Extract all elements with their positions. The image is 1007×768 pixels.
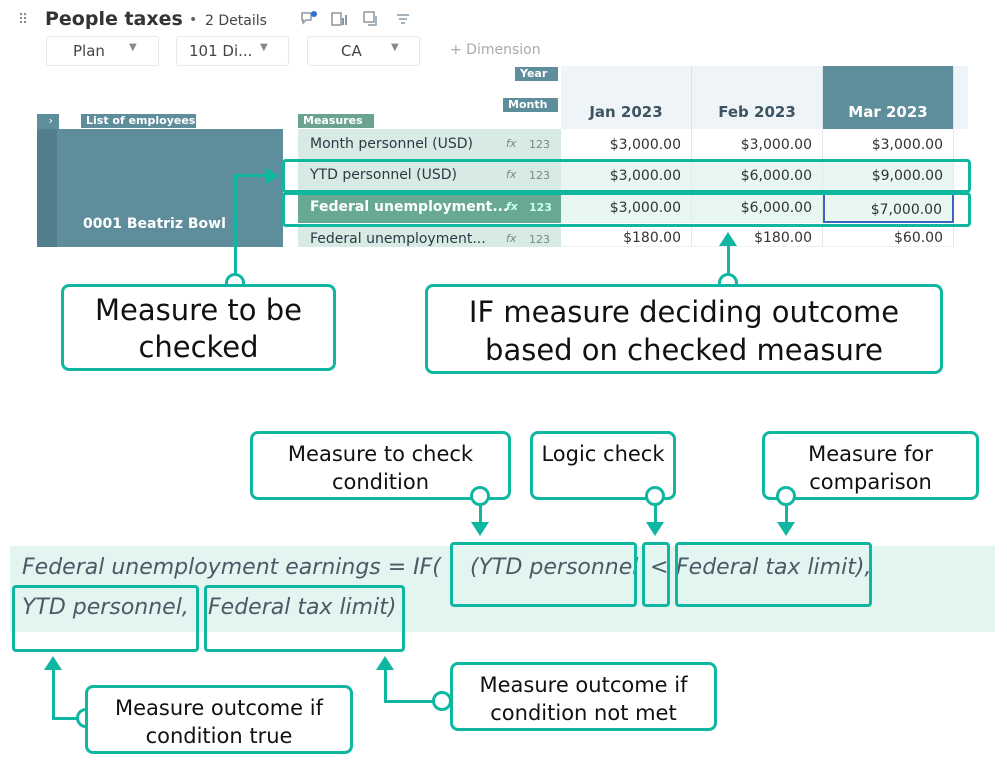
connector-ring bbox=[645, 486, 665, 506]
formula-icon: fx bbox=[506, 232, 517, 245]
number-format-icon: 123 bbox=[529, 201, 552, 214]
callout-comparison: Measure for comparison bbox=[762, 431, 979, 500]
connector-ring bbox=[432, 691, 452, 711]
formula-bar bbox=[10, 546, 995, 632]
arrow-up-icon bbox=[719, 232, 737, 246]
arrow-down-icon bbox=[646, 522, 664, 536]
formula-prefix: Federal unemployment earnings = IF( bbox=[22, 555, 441, 580]
title-separator: • bbox=[189, 12, 198, 28]
connector-ring bbox=[776, 486, 796, 506]
connector-line bbox=[654, 505, 657, 525]
callout-measure-checked: Measure to be checked bbox=[61, 284, 336, 371]
arrow-up-icon bbox=[44, 656, 62, 670]
insights-icon[interactable] bbox=[300, 10, 318, 28]
filter-label: CA bbox=[341, 42, 362, 60]
chevron-down-icon: ▼ bbox=[129, 42, 137, 53]
highlight-ytd-row bbox=[282, 159, 971, 193]
filter-label: 101 Di... bbox=[189, 42, 253, 60]
connector-line bbox=[234, 174, 268, 177]
expand-chevron-icon[interactable]: › bbox=[37, 114, 59, 129]
connector-line bbox=[384, 668, 387, 703]
grid-cell[interactable]: $3,000.00 bbox=[692, 129, 823, 160]
connector-line bbox=[52, 717, 82, 720]
chart-view-icon[interactable] bbox=[330, 10, 348, 28]
formula-compare: Federal tax limit), bbox=[676, 555, 872, 580]
formula-check: (YTD personnel bbox=[470, 555, 639, 580]
connector-line bbox=[479, 505, 482, 525]
add-dimension-button[interactable]: + Dimension bbox=[450, 42, 541, 58]
arrow-down-icon bbox=[777, 522, 795, 536]
sort-filter-icon[interactable] bbox=[394, 10, 412, 28]
connector-ring bbox=[470, 486, 490, 506]
grid-cell[interactable]: $9,000.00 bbox=[823, 160, 954, 191]
highlight-true-value bbox=[12, 585, 199, 652]
arrow-down-icon bbox=[471, 522, 489, 536]
formula-false-value: Federal tax limit) bbox=[208, 595, 397, 620]
grid-cell[interactable]: $6,000.00 bbox=[692, 192, 823, 223]
callout-check-condition: Measure to check condition bbox=[250, 431, 511, 500]
connector-line bbox=[384, 700, 436, 703]
callout-outcome-not-met: Measure outcome if condition not met bbox=[450, 662, 717, 731]
grid-cell[interactable]: $180.00 bbox=[692, 224, 823, 247]
grid-cell[interactable]: $3,000.00 bbox=[561, 192, 692, 223]
formula-icon: fx bbox=[506, 200, 518, 213]
measures-label: Measures bbox=[298, 114, 374, 128]
details-link[interactable]: 2 Details bbox=[205, 13, 267, 29]
formula-icon: fx bbox=[506, 168, 517, 181]
grid-cell[interactable]: $60.00 bbox=[823, 224, 954, 247]
arrow-up-icon bbox=[376, 656, 394, 670]
connector-line bbox=[52, 668, 55, 720]
employee-row-header[interactable]: 0001 Beatriz Bowl bbox=[37, 129, 283, 247]
filter-department[interactable]: 101 Di... ▼ bbox=[176, 36, 289, 66]
year-label: Year bbox=[515, 67, 558, 81]
formula-operator: < bbox=[650, 555, 669, 580]
highlight-operator bbox=[642, 542, 670, 607]
callout-if-measure: IF measure deciding outcome based on che… bbox=[425, 284, 943, 374]
filter-plan[interactable]: Plan ▼ bbox=[46, 36, 159, 66]
column-header-selected[interactable]: Mar 2023 bbox=[823, 66, 954, 129]
chevron-down-icon: ▼ bbox=[260, 42, 268, 53]
column-header[interactable]: Jan 2023 bbox=[561, 66, 692, 129]
month-label: Month bbox=[503, 98, 558, 112]
filter-label: Plan bbox=[73, 42, 105, 60]
number-format-icon: 123 bbox=[529, 233, 550, 246]
employee-name: 0001 Beatriz Bowl bbox=[83, 216, 226, 232]
grid-cell[interactable]: $180.00 bbox=[561, 224, 692, 247]
drag-handle-icon[interactable]: ⠿ bbox=[18, 12, 28, 28]
callout-outcome-true: Measure outcome if condition true bbox=[85, 685, 353, 754]
grid-cell[interactable]: $3,000.00 bbox=[561, 160, 692, 191]
formula-icon: fx bbox=[506, 137, 517, 150]
column-header[interactable]: Feb 2023 bbox=[692, 66, 823, 129]
filter-state[interactable]: CA ▼ bbox=[307, 36, 420, 66]
column-header-overflow bbox=[954, 66, 968, 129]
grid-cell-active[interactable]: $7,000.00 bbox=[823, 192, 954, 223]
connector-line bbox=[234, 174, 237, 276]
chevron-down-icon: ▼ bbox=[391, 42, 399, 53]
arrow-right-icon bbox=[266, 168, 280, 184]
highlight-compare bbox=[675, 542, 872, 607]
grid-cell[interactable]: $3,000.00 bbox=[561, 129, 692, 160]
grid-cell[interactable]: $6,000.00 bbox=[692, 160, 823, 191]
highlight-federal-row bbox=[282, 192, 971, 227]
highlight-false-value bbox=[204, 585, 405, 652]
page-title: People taxes bbox=[45, 8, 183, 30]
pivot-icon[interactable] bbox=[362, 10, 380, 28]
grid-cell[interactable]: $3,000.00 bbox=[823, 129, 954, 160]
highlight-check bbox=[450, 542, 637, 607]
list-of-employees-label: List of employees bbox=[81, 114, 196, 128]
connector-line bbox=[727, 244, 730, 276]
number-format-icon: 123 bbox=[529, 138, 550, 151]
formula-true-value: YTD personnel, bbox=[22, 595, 189, 620]
connector-line bbox=[785, 505, 788, 525]
number-format-icon: 123 bbox=[529, 169, 550, 182]
